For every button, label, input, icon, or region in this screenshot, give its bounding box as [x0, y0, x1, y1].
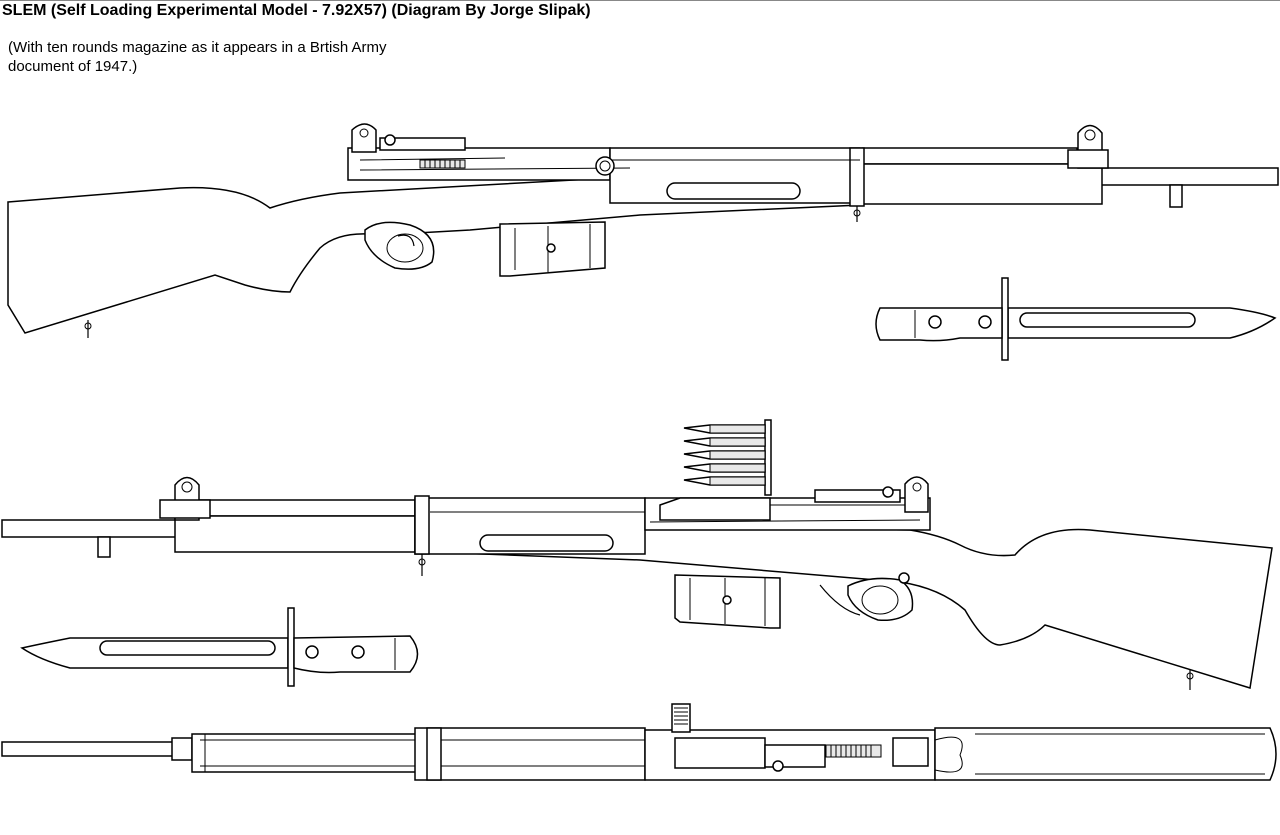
cartridge-2 — [683, 437, 766, 447]
cartridge-4 — [683, 463, 766, 473]
rifle2-bayonet-lug — [97, 536, 111, 558]
subtitle-line-1: (With ten rounds magazine as it appears … — [8, 39, 387, 56]
subtitle-line-2: document of 1947.) — [8, 58, 138, 75]
stripper-clip-rounds — [683, 419, 772, 496]
rifle3-front-sight — [171, 737, 193, 761]
cartridge-3 — [683, 450, 766, 460]
rifle1-trigger — [397, 234, 415, 247]
rifle3-barrel-band — [426, 727, 442, 781]
rifle2-grip-line — [819, 584, 861, 616]
rifle1-bayonet-lug — [1169, 184, 1183, 208]
cartridge-5 — [683, 476, 766, 486]
rifle2-barrel — [1, 519, 181, 538]
rifle3-barrel — [1, 741, 193, 757]
rifle3-rear-sight — [892, 737, 929, 767]
stripper-clip — [764, 419, 772, 496]
rifle1-upper-handguard — [861, 147, 1078, 165]
rifle2-forend-slot — [479, 534, 614, 552]
rifle1-charging-handle — [595, 156, 615, 176]
rifle1-trigger-guard — [364, 221, 435, 270]
rifle1-forend-slot — [666, 182, 801, 200]
rifle1-barrel — [1099, 167, 1279, 186]
rifle3-charging-handle — [671, 703, 691, 733]
rifle2-trigger-guard — [847, 577, 914, 622]
rifle2-rear-sight — [904, 476, 929, 513]
rifle1-receiver — [347, 147, 611, 181]
bayonet2-crossguard — [287, 607, 295, 687]
rifle2-bolt-carrier — [659, 497, 771, 521]
diagram-subtitle: (With ten rounds magazine as it appears … — [8, 38, 468, 76]
bayonet2-fuller — [99, 640, 276, 656]
cartridge-1 — [683, 424, 766, 434]
rifle3-bolt — [674, 737, 766, 769]
bayonet1-crossguard — [1001, 277, 1009, 361]
rifle-top-view — [1, 703, 1277, 781]
rifle3-receiver-front — [414, 727, 646, 781]
bayonet1-fuller — [1019, 312, 1196, 328]
rifle-right-side-view — [7, 123, 1279, 338]
rifle3-recoil-spring — [825, 744, 882, 758]
bayonet-left — [20, 607, 419, 687]
rifle-left-side-view — [1, 476, 1273, 690]
rifle1-forend — [861, 163, 1103, 205]
diagram-title: SLEM (Self Loading Experimental Model - … — [2, 2, 591, 19]
rifle2-upper-handguard — [199, 499, 416, 517]
rifle2-barrel-band — [414, 495, 430, 555]
rifle1-barrel-band — [849, 147, 865, 207]
rifle2-stock — [429, 519, 1273, 689]
rifle1-rear-sight — [351, 123, 377, 153]
bayonet-right — [875, 277, 1277, 361]
rifle3-stock — [934, 727, 1277, 781]
top-border — [0, 0, 1280, 1]
rifle1-recoil-spring — [419, 159, 466, 169]
rifle2-forend — [174, 515, 416, 553]
